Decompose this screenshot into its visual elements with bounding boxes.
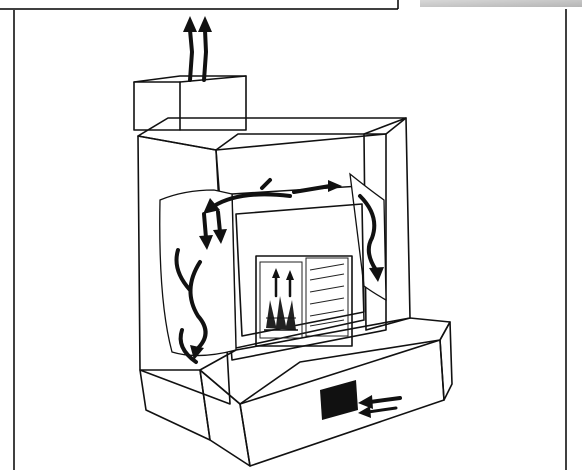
air-intake-arrows-icon xyxy=(358,395,400,418)
heater-base-left xyxy=(140,370,210,440)
exhaust-arrows-icon xyxy=(183,16,212,80)
chimney xyxy=(134,76,246,130)
air-intake-vent xyxy=(320,380,358,420)
gray-corner xyxy=(420,0,582,7)
